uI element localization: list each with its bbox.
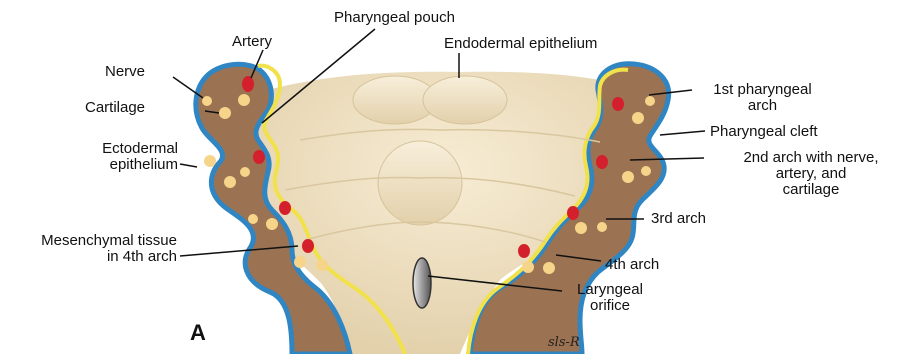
artery-left-1 <box>242 76 254 92</box>
label-nerve: Nerve <box>105 64 145 80</box>
label-second-arch-line-1: 2nd arch with nerve, <box>700 150 922 166</box>
label-pharyngeal-pouch: Pharyngeal pouch <box>334 10 455 26</box>
label-cartilage: Cartilage <box>85 100 145 116</box>
label-first-pharyngeal-arch: 1st pharyngeal arch <box>695 82 830 114</box>
label-pharyngeal-cleft: Pharyngeal cleft <box>710 124 818 140</box>
label-second-arch: 2nd arch with nerve, artery, and cartila… <box>700 150 922 198</box>
label-third-arch: 3rd arch <box>651 211 706 227</box>
label-first-arch-line-2: arch <box>695 98 830 114</box>
label-second-arch-line-3: cartilage <box>700 182 922 198</box>
label-mesenchymal-line-2: in 4th arch <box>2 249 177 265</box>
label-ectodermal-line-1: Ectodermal <box>63 141 178 157</box>
label-second-arch-line-2: artery, and <box>700 166 922 182</box>
label-mesenchymal-line-1: Mesenchymal tissue <box>2 233 177 249</box>
panel-letter: A <box>190 320 206 346</box>
label-fourth-arch: 4th arch <box>605 257 659 273</box>
nerve-left-1 <box>202 96 212 106</box>
cartilage-left-1 <box>219 107 231 119</box>
artist-signature: sls-R <box>548 335 580 350</box>
label-ectodermal-line-2: epithelium <box>63 157 178 173</box>
label-first-arch-line-1: 1st pharyngeal <box>695 82 830 98</box>
laryngeal-orifice <box>413 258 431 308</box>
label-laryngeal-orifice: Laryngeal orifice <box>560 282 660 314</box>
label-mesenchymal-tissue: Mesenchymal tissue in 4th arch <box>2 233 177 265</box>
label-endodermal-epithelium: Endodermal epithelium <box>444 36 597 52</box>
label-laryngeal-line-2: orifice <box>560 298 660 314</box>
label-artery: Artery <box>232 34 272 50</box>
label-laryngeal-line-1: Laryngeal <box>560 282 660 298</box>
label-ectodermal-epithelium: Ectodermal epithelium <box>63 141 178 173</box>
